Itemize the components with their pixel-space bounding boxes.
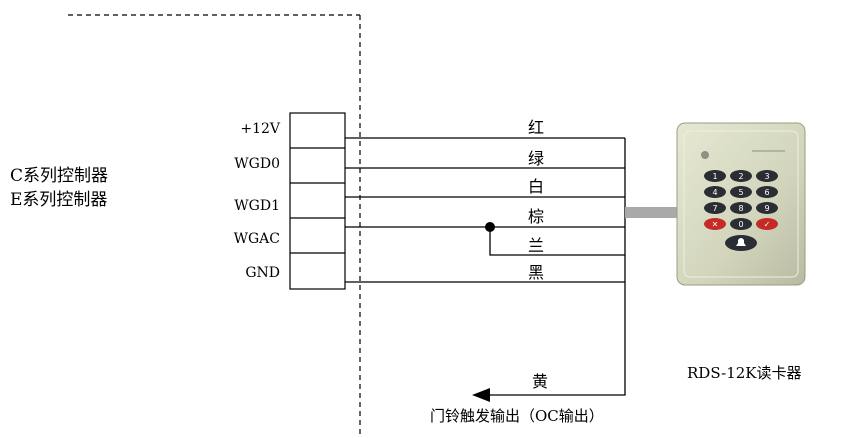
wire-color-blue: 兰 [528,236,545,255]
wire-yellow [478,138,626,396]
svg-text:4: 4 [712,188,717,197]
keypad-key: 1 [704,170,726,182]
reader-led [701,151,709,159]
svg-text:8: 8 [738,204,743,213]
svg-text:9: 9 [764,204,769,213]
bell-icon [725,235,757,251]
doorbell-arrow-icon [472,388,490,402]
keypad-key: 5 [730,186,752,198]
svg-text:✓: ✓ [764,220,771,229]
keypad-key: 8 [730,202,752,214]
keypad-key: 7 [704,202,726,214]
wire-color-yellow: 黄 [532,372,549,391]
controller-label-c: C系列控制器 [10,166,109,186]
svg-text:6: 6 [764,188,769,197]
pin-label-wgac: WGAC [233,231,280,247]
keypad-key: 9 [756,202,778,214]
pin-label-12v: +12V [240,121,280,137]
keypad-key: ✕ [704,218,726,230]
wire-color-white: 白 [528,177,545,196]
keypad-key: 4 [704,186,726,198]
wire-blue [489,227,625,256]
svg-text:7: 7 [712,204,717,213]
junction-dot [485,222,495,232]
wire-color-green: 绿 [528,149,545,168]
reader-cable [625,207,680,218]
controller-label-e: E系列控制器 [10,190,108,210]
svg-text:0: 0 [738,220,743,229]
keypad-key: ✓ [756,218,778,230]
svg-text:5: 5 [738,188,743,197]
wire-color-brown: 棕 [528,207,545,226]
card-reader: 1 2 3 4 5 6 7 8 9 ✕ 0 ✓ [676,122,806,286]
terminal-block [289,112,346,290]
reader-label: RDS-12K读卡器 [687,364,802,382]
keypad-key: 3 [756,170,778,182]
pin-label-wgd0: WGD0 [234,156,280,172]
svg-text:✕: ✕ [712,220,719,229]
keypad-key: 0 [730,218,752,230]
svg-text:2: 2 [738,172,743,181]
wires [345,137,626,396]
wire-color-red: 红 [528,118,545,137]
pin-label-wgd1: WGD1 [234,198,280,214]
wire-color-black: 黑 [528,263,545,282]
doorbell-output-label: 门铃触发输出（OC输出） [430,407,604,425]
svg-text:3: 3 [764,172,769,181]
keypad-key: 2 [730,170,752,182]
svg-text:1: 1 [712,172,717,181]
keypad-key: 6 [756,186,778,198]
pin-label-gnd: GND [245,265,280,281]
